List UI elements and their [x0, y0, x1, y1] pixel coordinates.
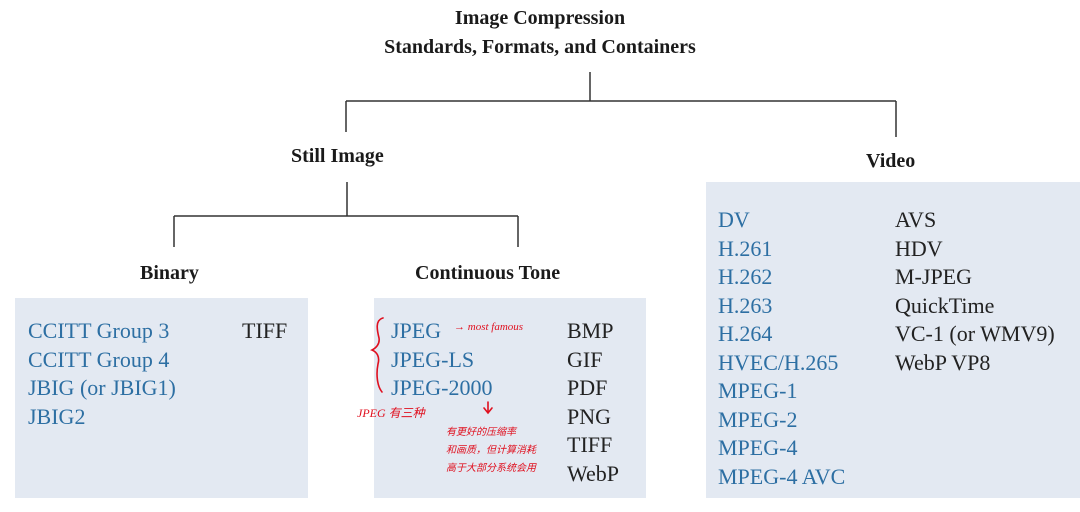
list-item: WebP VP8 [895, 349, 991, 375]
list-item: TIFF [242, 318, 288, 343]
annotation-brace [370, 317, 384, 393]
list-item: H.261 [718, 235, 773, 261]
list-item: GIF [567, 346, 603, 372]
annotation-arrow [483, 401, 493, 415]
list-item: CCITT Group 3 [28, 318, 170, 343]
list-item: MPEG-1 [718, 378, 798, 403]
continuous-formats-list: BMP GIF PDF PNG TIFF WebP [567, 317, 619, 488]
binary-panel [15, 298, 308, 498]
list-item: JBIG (or JBIG1) [28, 375, 176, 400]
video-heading: Video [866, 150, 916, 172]
binary-formats-list: TIFF [242, 317, 287, 346]
still-image-heading: Still Image [291, 145, 384, 167]
binary-heading: Binary [140, 262, 199, 284]
list-item: TIFF [567, 432, 613, 457]
list-item: H.264 [718, 321, 773, 346]
title-line-2: Standards, Formats, and Containers [384, 36, 696, 58]
annotation-line: 和画质，但计算消耗 [446, 445, 536, 456]
binary-standards-list: CCITT Group 3 CCITT Group 4 JBIG (or JBI… [28, 317, 176, 431]
list-item: AVS [895, 207, 937, 232]
annotation-group-note: JPEG 有三种 [357, 406, 425, 420]
list-item: CCITT Group 4 [28, 346, 170, 372]
list-item: WebP [567, 460, 620, 486]
diagram-title: Image Compression Standards, Formats, an… [0, 4, 1080, 62]
list-item: PDF [567, 375, 608, 400]
video-formats-list: AVS HDV M-JPEG QuickTime VC-1 (or WMV9) … [895, 206, 1055, 377]
annotation-jpeg-note: → most famous [454, 321, 524, 333]
video-panel [706, 182, 1080, 498]
list-item: JPEG [391, 318, 442, 343]
continuous-tone-panel [374, 298, 646, 498]
list-item: MPEG-2 [718, 406, 798, 432]
list-item: VC-1 (or WMV9) [895, 321, 1055, 346]
list-item: MPEG-4 [718, 435, 798, 460]
list-item: HVEC/H.265 [718, 349, 839, 375]
annotation-line: 有更好的压缩率 [446, 427, 516, 438]
list-item: DV [718, 207, 750, 232]
list-item: PNG [567, 403, 612, 429]
title-line-1: Image Compression [454, 7, 626, 29]
list-item: JBIG2 [28, 403, 86, 429]
list-item: JPEG-LS [391, 346, 475, 372]
list-item: M-JPEG [895, 264, 973, 289]
list-item: H.263 [718, 292, 773, 318]
list-item: MPEG-4 AVC [718, 463, 846, 489]
list-item: BMP [567, 318, 614, 343]
continuous-standards-list: JPEG JPEG-LS JPEG-2000 [391, 317, 492, 403]
list-item: JPEG-2000 [391, 375, 493, 400]
annotation-jpeg2000-note: 有更好的压缩率 和画质，但计算消耗 高于大部分系统会用 [446, 424, 536, 478]
annotation-line: 高于大部分系统会用 [446, 463, 536, 474]
list-item: QuickTime [895, 292, 995, 318]
video-standards-list: DV H.261 H.262 H.263 H.264 HVEC/H.265 MP… [718, 206, 845, 491]
list-item: H.262 [718, 264, 773, 289]
continuous-tone-heading: Continuous Tone [415, 262, 561, 284]
list-item: HDV [895, 235, 943, 261]
